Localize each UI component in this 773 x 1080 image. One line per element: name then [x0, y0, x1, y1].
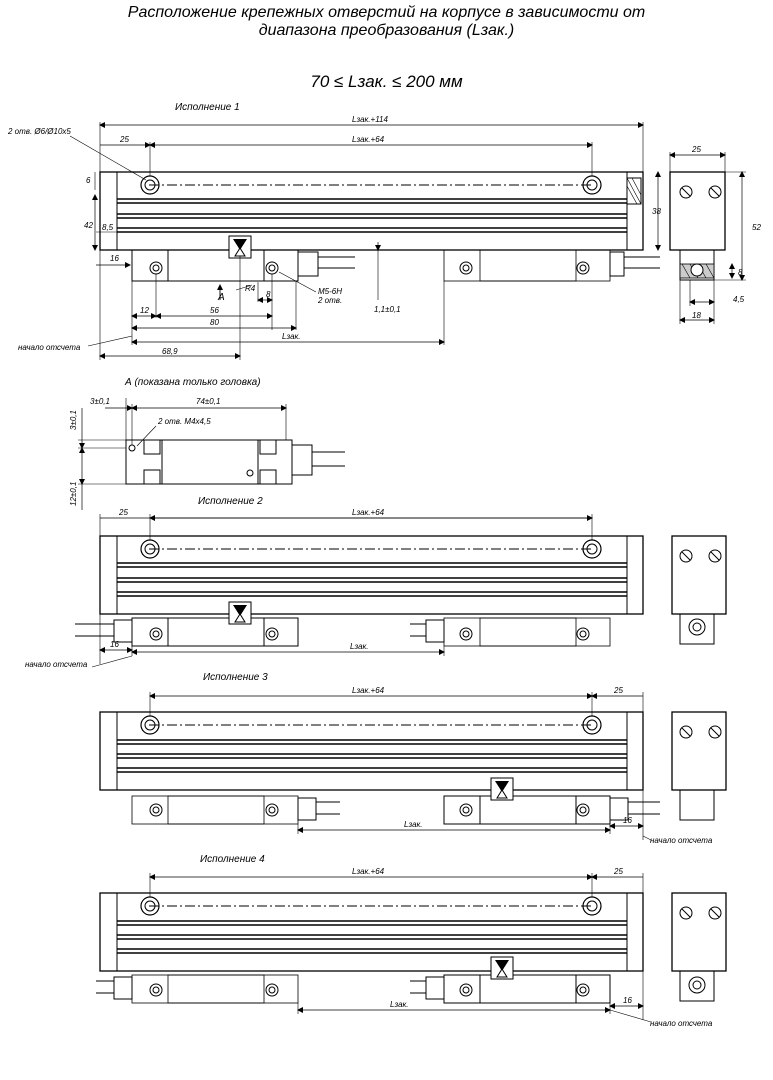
reference-mark-icon: [490, 777, 514, 801]
dim-74: 74±0,1: [196, 397, 220, 406]
reference-mark-icon: [228, 601, 252, 625]
dim-68-9: 68,9: [162, 347, 178, 356]
side-dim-25: 25: [691, 145, 701, 154]
v3-dim-lzak: Lзак.: [404, 820, 423, 829]
m4-holes-callout: 2 отв. М4х4,5: [157, 417, 211, 426]
dim-1-1: 1,1±0,1: [374, 305, 401, 314]
view-a: [78, 398, 345, 510]
side-dim-52: 52: [752, 223, 761, 232]
screw-icon: [708, 185, 722, 199]
variant-1: [69, 122, 746, 360]
view-arrow-a: A: [217, 292, 225, 303]
dim-12-a: 12±0,1: [69, 482, 78, 506]
origin-note: начало отсчета: [18, 343, 81, 352]
dim-r4: R4: [245, 284, 256, 293]
side-dim-4-5: 4,5: [733, 295, 745, 304]
side-dim-8: 8: [738, 268, 743, 277]
v4-origin-note: начало отсчета: [650, 1019, 713, 1028]
variant-2-label: Исполнение 2: [198, 496, 263, 507]
dim-12: 12: [140, 306, 149, 315]
dim-80: 80: [210, 318, 219, 327]
dim-16: 16: [110, 254, 119, 263]
dim-l64: Lзак.+64: [352, 135, 385, 144]
variant-4: [96, 873, 727, 1023]
variant-4-label: Исполнение 4: [200, 854, 265, 865]
variant-2: [75, 514, 727, 668]
variant-1-label: Исполнение 1: [175, 102, 240, 113]
v2-dim-lzak: Lзак.: [350, 642, 369, 651]
v2-dim-l64: Lзак.+64: [352, 508, 385, 517]
thread-callout: M5-6H: [318, 287, 342, 296]
dim-l114: Lзак.+114: [352, 115, 389, 124]
v2-dim-16: 16: [110, 640, 119, 649]
v3-origin-note: начало отсчета: [650, 836, 713, 845]
v3-dim-16: 16: [623, 816, 632, 825]
dim-8-5: 8,5: [102, 223, 114, 232]
range-formula: 70 ≤ Lзак. ≤ 200 мм: [310, 72, 463, 91]
view-a-label: А (показана только головка): [124, 377, 261, 388]
v4-dim-16: 16: [623, 996, 632, 1005]
v2-origin-note: начало отсчета: [25, 660, 88, 669]
dim-6: 6: [86, 176, 91, 185]
reference-mark-icon: [490, 956, 514, 980]
dim-3-a: 3±0,1: [90, 397, 110, 406]
v4-dim-25: 25: [613, 867, 623, 876]
v4-dim-lzak: Lзак.: [390, 1000, 409, 1009]
drawing-title-line2: диапазона преобразования (Lзак.): [258, 22, 515, 39]
v3-dim-25: 25: [613, 686, 623, 695]
dim-38: 38: [652, 207, 661, 216]
dim-25: 25: [119, 135, 129, 144]
dim-3-b: 3±0,1: [69, 410, 78, 430]
variant-3-label: Исполнение 3: [203, 672, 268, 683]
v3-dim-l64: Lзак.+64: [352, 686, 385, 695]
side-dim-18: 18: [692, 311, 701, 320]
reference-mark-icon: [228, 235, 252, 259]
screw-icon: [679, 185, 693, 199]
dim-42: 42: [84, 221, 93, 230]
thread-count: 2 отв.: [317, 296, 342, 305]
dim-lzak: Lзак.: [282, 332, 301, 341]
dim-8: 8: [266, 290, 271, 299]
variant-3: [99, 692, 727, 841]
v4-dim-l64: Lзак.+64: [352, 867, 385, 876]
dim-56: 56: [210, 306, 219, 315]
v2-dim-25: 25: [118, 508, 128, 517]
holes-callout: 2 отв. Ø6/Ø10x5: [7, 127, 71, 136]
drawing-title-line1: Расположение крепежных отверстий на корп…: [127, 4, 646, 21]
